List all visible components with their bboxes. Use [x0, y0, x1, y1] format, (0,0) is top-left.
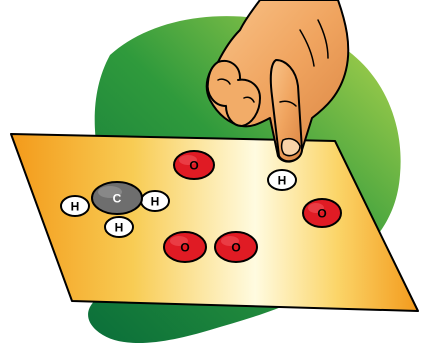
oxygen-atom-top: O [174, 151, 214, 179]
oxygen-label: O [317, 207, 326, 221]
oxygen-label: O [180, 241, 189, 255]
hydrogen-label: H [278, 174, 287, 188]
oxygen-label: O [189, 159, 198, 173]
hydrogen-label: H [151, 195, 160, 209]
carbon-label: C [113, 192, 122, 206]
hydrogen-label: H [71, 200, 80, 214]
hydrogen-label: H [115, 221, 124, 235]
oxygen-atom-right: O [303, 199, 341, 227]
oxygen-label: O [231, 241, 240, 255]
loose-hydrogen: H [268, 170, 296, 190]
